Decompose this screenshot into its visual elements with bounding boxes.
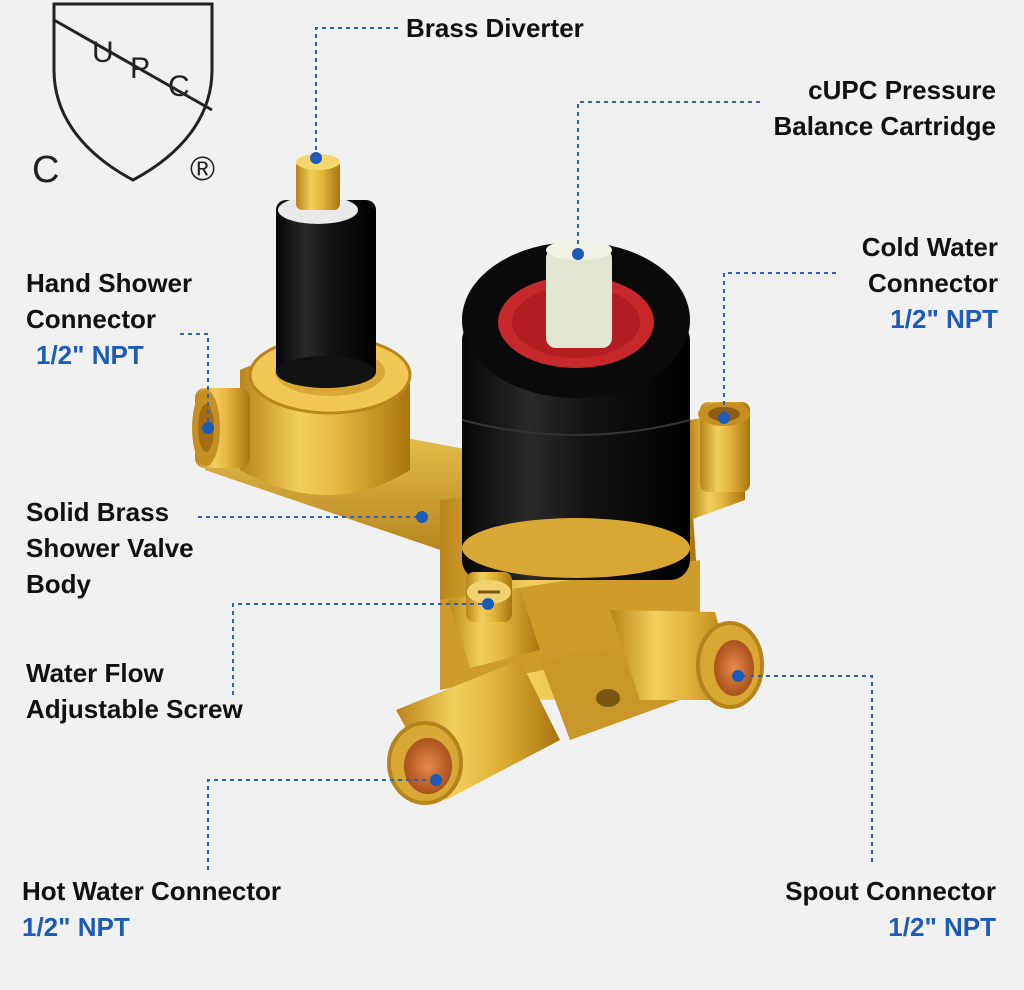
hot-water-spec: 1/2" NPT <box>22 912 130 942</box>
spout-line1: Spout Connector <box>785 876 996 906</box>
logo-letter-c: C <box>168 70 190 103</box>
dot-spout <box>732 670 744 682</box>
shield-icon <box>52 2 214 182</box>
pressure-balance-cartridge <box>461 240 691 580</box>
leader-brass-diverter <box>315 27 398 158</box>
dot-hot-water <box>430 774 442 786</box>
hot-water-line1: Hot Water Connector <box>22 876 282 906</box>
spout-connector <box>610 610 764 709</box>
dot-cold-water <box>718 412 730 424</box>
spout-spec: 1/2" NPT <box>888 912 996 942</box>
leader-cold-water <box>723 272 836 418</box>
logo-left-c: C <box>32 149 59 190</box>
brass-diverter <box>276 154 376 388</box>
flow-screw-line2: Adjustable Screw <box>26 694 243 724</box>
label-valve-body: Solid Brass Shower Valve Body <box>26 494 194 602</box>
valve-body-line1: Solid Brass <box>26 497 170 527</box>
cartridge-line1: cUPC Pressure <box>808 75 996 105</box>
dot-hand-shower <box>202 422 214 434</box>
label-hand-shower: Hand Shower Connector 1/2" NPT <box>26 265 192 373</box>
leader-hand-shower <box>180 333 209 428</box>
flow-screw-line1: Water Flow <box>26 658 164 688</box>
leader-hot-water <box>207 779 436 870</box>
logo-letter-p: P <box>130 52 150 85</box>
label-cartridge: cUPC Pressure Balance Cartridge <box>773 72 996 144</box>
cold-water-line2: Connector <box>868 268 998 298</box>
dot-brass-diverter <box>310 152 322 164</box>
label-hot-water: Hot Water Connector 1/2" NPT <box>22 873 281 945</box>
leader-flow-screw <box>232 603 488 695</box>
registered-mark: ® <box>190 150 215 188</box>
dot-valve-body <box>416 511 428 523</box>
cartridge-line2: Balance Cartridge <box>773 111 996 141</box>
valve-body-line2: Shower Valve <box>26 533 194 563</box>
cold-water-line1: Cold Water <box>861 232 998 262</box>
logo-letter-u: U <box>92 36 114 69</box>
label-flow-screw: Water Flow Adjustable Screw <box>26 655 243 727</box>
label-brass-diverter: Brass Diverter <box>406 10 584 46</box>
brass-diverter-text: Brass Diverter <box>406 13 584 43</box>
leader-spout <box>738 675 873 862</box>
hand-shower-line1: Hand Shower <box>26 268 193 298</box>
label-spout: Spout Connector 1/2" NPT <box>785 873 996 945</box>
dot-flow-screw <box>482 598 494 610</box>
hand-shower-connector <box>192 388 250 468</box>
hand-shower-spec: 1/2" NPT <box>36 340 144 370</box>
label-cold-water: Cold Water Connector 1/2" NPT <box>862 229 998 337</box>
leader-cartridge <box>577 101 760 254</box>
cold-water-spec: 1/2" NPT <box>890 304 998 334</box>
upc-certification-logo: U P C C ® <box>32 2 215 190</box>
dot-cartridge <box>572 248 584 260</box>
hand-shower-line2: Connector <box>26 304 156 334</box>
cold-water-connector <box>698 402 750 492</box>
valve-body-line3: Body <box>26 569 91 599</box>
flow-adjust-screw <box>448 572 540 668</box>
